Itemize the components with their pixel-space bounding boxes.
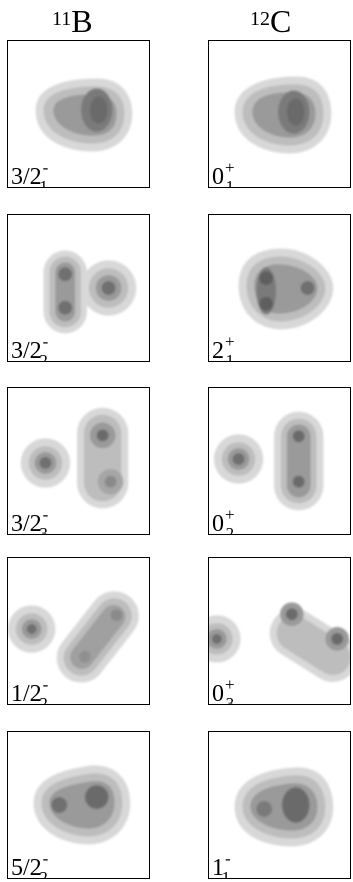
- label-12c-row3: 0+2: [212, 505, 235, 535]
- header-11b: 11B: [52, 4, 93, 38]
- label-12c-row4: 0+3: [212, 675, 235, 705]
- panel-11b-row4: 1/2-2: [7, 557, 150, 705]
- panel-12c-row2: 2+1: [208, 214, 351, 362]
- panel-12c-row1: 0+1: [208, 40, 351, 188]
- panel-11b-row5: 5/2-2: [7, 731, 150, 879]
- density-plot-12c-row2: [238, 248, 334, 330]
- density-plot-11b-row3: [20, 407, 129, 509]
- label-11b-row4: 1/2-2: [11, 675, 49, 705]
- header-11b-mass: 11: [52, 8, 72, 30]
- label-11b-row2: 3/2-2: [11, 332, 49, 362]
- label-11b-row3: 3/2-3: [11, 505, 49, 535]
- density-plot-11b-row2: [43, 250, 137, 334]
- density-plot-11b-row5: [33, 765, 131, 845]
- density-plot-11b-row4: [8, 591, 139, 683]
- label-12c-row1: 0+1: [212, 158, 235, 188]
- density-plot-12c-row1: [234, 76, 332, 154]
- panel-11b-row1: 3/2-1: [7, 40, 150, 188]
- density-plot-12c-row4: [209, 602, 350, 682]
- density-plot-11b-row1: [35, 78, 133, 152]
- header-12c: 12C: [250, 4, 291, 38]
- header-11b-element: B: [71, 3, 93, 39]
- label-11b-row5: 5/2-2: [11, 849, 49, 879]
- panel-12c-row5: 1-1: [208, 731, 351, 879]
- panel-12c-row4: 0+3: [208, 557, 351, 705]
- density-plot-12c-row3: [213, 411, 324, 511]
- panel-12c-row3: 0+2: [208, 387, 351, 535]
- label-12c-row5: 1-1: [212, 849, 231, 879]
- panel-11b-row2: 3/2-2: [7, 214, 150, 362]
- label-12c-row2: 2+1: [212, 332, 235, 362]
- header-12c-element: C: [270, 3, 292, 39]
- label-11b-row1: 3/2-1: [11, 158, 49, 188]
- header-12c-mass: 12: [250, 8, 270, 30]
- density-plot-12c-row5: [234, 767, 334, 847]
- panel-11b-row3: 3/2-3: [7, 387, 150, 535]
